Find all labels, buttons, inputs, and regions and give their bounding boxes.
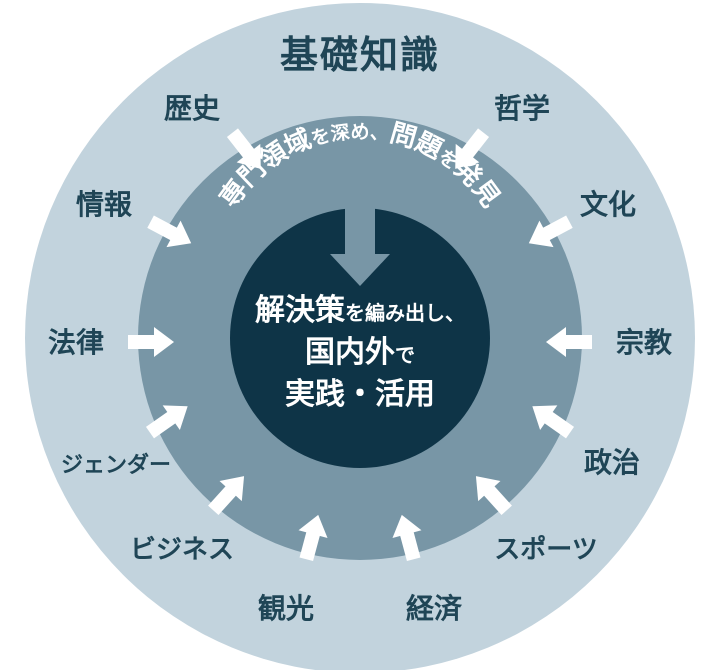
outer-title: 基礎知識 — [280, 33, 440, 77]
core-line-3: 実践・活用 — [285, 377, 435, 412]
label-law: 法律 — [48, 326, 104, 359]
label-information: 情報 — [76, 188, 133, 221]
core-line-2: 国内外で — [305, 335, 415, 370]
label-culture: 文化 — [580, 188, 636, 221]
label-sports: スポーツ — [494, 534, 597, 565]
down-arrow-icon — [330, 208, 390, 286]
core-line-1: 解決策を編み出し、 — [255, 293, 465, 328]
label-history: 歴史 — [164, 92, 220, 125]
label-tourism: 観光 — [258, 592, 314, 625]
label-business: ビジネス — [130, 535, 234, 565]
label-philosophy: 哲学 — [494, 92, 550, 125]
label-economy: 経済 — [406, 592, 463, 625]
label-gender: ジェンダー — [61, 452, 171, 478]
label-politics: 政治 — [584, 446, 640, 479]
core-circle — [230, 208, 490, 468]
label-religion: 宗教 — [616, 326, 672, 359]
